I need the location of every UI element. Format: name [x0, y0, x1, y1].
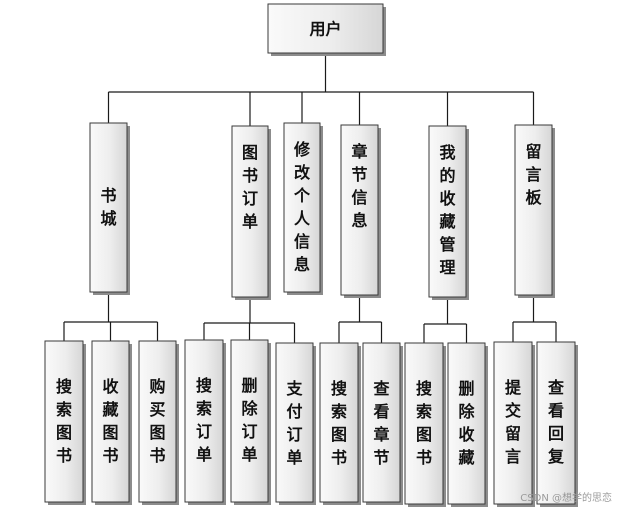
leaf-node: 删除订单 [230, 339, 271, 505]
box-frame [89, 122, 128, 293]
leaf-node: 收藏图书 [91, 340, 132, 505]
box-frame [44, 340, 84, 503]
node-label: 提交留言 [505, 378, 522, 466]
node-label: 支付订单 [285, 379, 303, 467]
box-frame [184, 339, 224, 503]
node-label: 书城 [100, 186, 116, 228]
box-frame [230, 339, 269, 503]
category-node: 图书订单 [231, 125, 271, 300]
category-node: 书城 [89, 122, 130, 295]
box-frame [231, 125, 269, 298]
leaf-node: 搜索图书 [404, 342, 446, 507]
connector-lines [63, 53, 557, 343]
leaf-node: 提交留言 [493, 341, 535, 507]
leaf-node: 搜索订单 [184, 339, 226, 505]
box-frame [514, 124, 553, 296]
root-node: 用户 [267, 3, 386, 56]
node-label: 搜索图书 [416, 379, 433, 467]
node-label: 章节信息 [351, 142, 367, 230]
box-frame [91, 340, 130, 503]
category-node: 章节信息 [340, 124, 381, 298]
box-frame [138, 340, 177, 503]
node-label: 购买图书 [149, 377, 165, 465]
node-label: 收藏图书 [102, 377, 118, 465]
leaf-node: 搜索图书 [319, 342, 361, 505]
node-label: 我的收藏管理 [439, 143, 455, 277]
node-label: 用户 [309, 20, 341, 39]
box-frame [493, 341, 533, 505]
leaf-node: 购买图书 [138, 340, 179, 505]
node-label: 查看章节 [372, 379, 389, 467]
box-frame [283, 122, 321, 293]
category-node: 留言板 [514, 124, 555, 298]
node-label: 搜索图书 [56, 377, 73, 465]
node-label: 搜索图书 [331, 379, 348, 467]
leaf-node: 删除收藏 [447, 342, 488, 507]
leaf-node: 支付订单 [275, 342, 316, 505]
box-frame [362, 342, 401, 503]
watermark: CSDN @想学的思恋 [520, 491, 612, 504]
category-node: 我的收藏管理 [428, 125, 469, 300]
leaf-node: 查看章节 [362, 342, 403, 505]
node-label: 删除订单 [241, 376, 258, 464]
box-frame [447, 342, 486, 505]
node-label: 查看回复 [547, 378, 565, 466]
box-frame [319, 342, 359, 503]
box-frame [267, 3, 384, 54]
leaf-node: 搜索图书 [44, 340, 86, 505]
box-frame [275, 342, 314, 503]
node-label: 图书订单 [242, 143, 258, 231]
category-node: 修改个人信息 [283, 122, 323, 295]
box-frame [428, 125, 467, 298]
node-label: 留言板 [525, 142, 542, 207]
node-label: 删除收藏 [458, 379, 475, 467]
leaf-node: 查看回复 [536, 341, 578, 507]
node-label: 搜索订单 [196, 376, 213, 464]
node-label: 修改个人信息 [293, 140, 311, 274]
box-frame [404, 342, 444, 505]
box-frame [340, 124, 379, 296]
box-frame [536, 341, 576, 505]
